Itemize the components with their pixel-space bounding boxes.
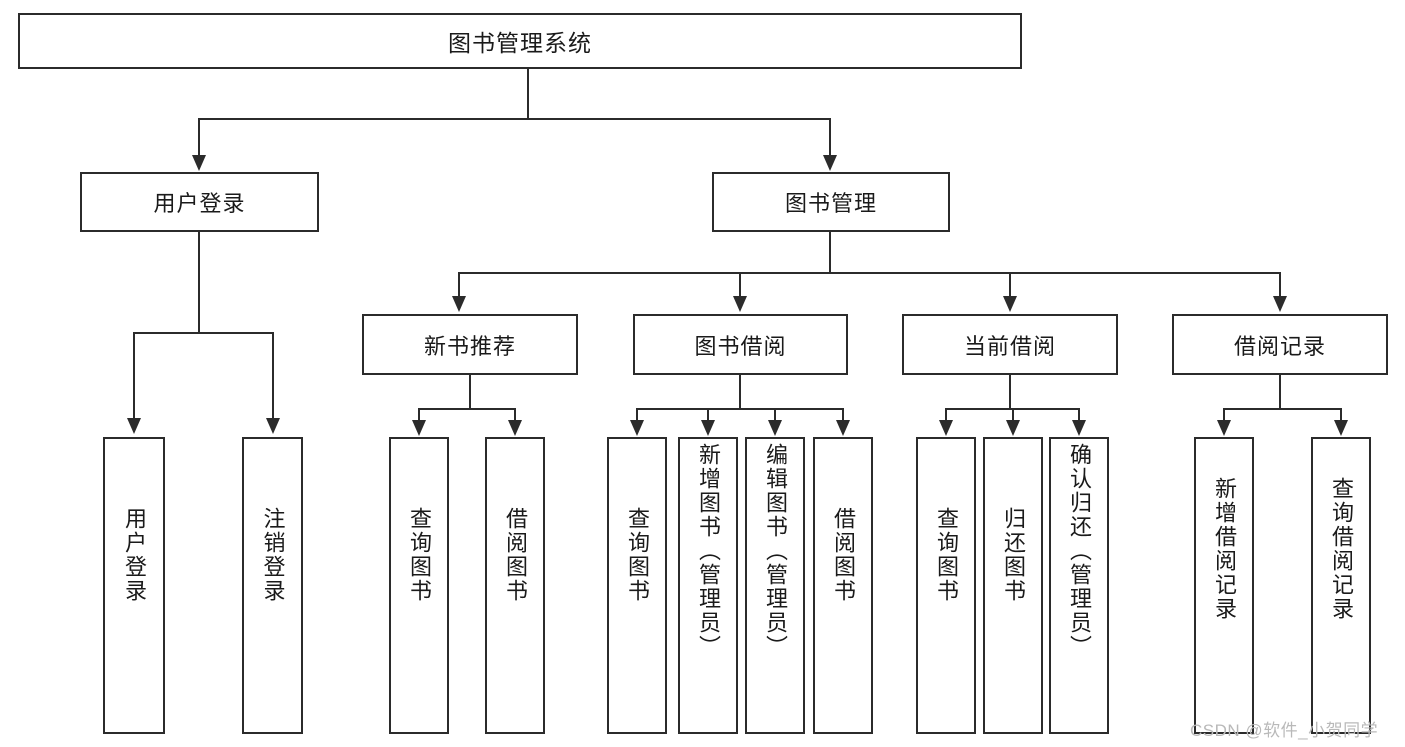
- connector-to-leaf-confirm-return: [1078, 408, 1080, 422]
- node-root-system[interactable]: 图书管理系统: [18, 13, 1022, 69]
- arrowhead-leaf-query-book-a: [412, 420, 426, 436]
- node-label: 当前借阅: [963, 333, 1056, 359]
- node-book-management[interactable]: 图书管理: [712, 172, 950, 232]
- connector-to-leaf-add-book: [707, 408, 709, 422]
- leaf-borrow-book-new-rec[interactable]: 借阅图书: [485, 437, 545, 734]
- arrowhead-leaf-query-book-b: [630, 420, 644, 436]
- leaf-edit-book-admin[interactable]: 编辑图书（管理员）: [745, 437, 805, 734]
- node-label: 编辑图书（管理员）: [762, 443, 788, 659]
- arrowhead-leaf-add-book: [701, 420, 715, 436]
- node-borrow-record[interactable]: 借阅记录: [1172, 314, 1388, 375]
- node-label: 图书管理系统: [448, 30, 592, 56]
- leaf-logout[interactable]: 注销登录: [242, 437, 303, 734]
- arrowhead-current-borrow: [1003, 296, 1017, 312]
- node-label: 注销登录: [260, 507, 286, 603]
- connector-book-borrow-bar: [636, 408, 843, 410]
- node-book-borrow[interactable]: 图书借阅: [633, 314, 848, 375]
- node-label: 新书推荐: [423, 333, 516, 359]
- connector-root-bar: [198, 118, 830, 120]
- node-label: 确认归还（管理员）: [1066, 443, 1092, 659]
- leaf-query-borrow-record[interactable]: 查询借阅记录: [1311, 437, 1371, 734]
- node-label: 新增借阅记录: [1211, 477, 1237, 621]
- leaf-query-book-current[interactable]: 查询图书: [916, 437, 976, 734]
- connector-book-borrow-trunk: [739, 375, 741, 409]
- node-label: 用户登录: [153, 191, 246, 216]
- node-user-login[interactable]: 用户登录: [80, 172, 319, 232]
- node-label: 查询借阅记录: [1328, 477, 1354, 621]
- connector-to-leaf-borrow-book-a: [514, 408, 516, 422]
- connector-current-borrow-trunk: [1009, 375, 1011, 409]
- connector-to-leaf-user-login: [133, 332, 135, 420]
- leaf-user-login[interactable]: 用户登录: [103, 437, 165, 734]
- connector-book-mgmt-bar: [458, 272, 1280, 274]
- connector-root-trunk: [527, 69, 529, 118]
- connector-new-book-rec-trunk: [469, 375, 471, 409]
- node-label: 归还图书: [1000, 507, 1026, 603]
- connector-to-leaf-add-record: [1223, 408, 1225, 422]
- leaf-add-borrow-record[interactable]: 新增借阅记录: [1194, 437, 1254, 734]
- arrowhead-user-login: [192, 155, 206, 171]
- connector-to-leaf-edit-book: [774, 408, 776, 422]
- leaf-confirm-return-admin[interactable]: 确认归还（管理员）: [1049, 437, 1109, 734]
- node-label: 图书借阅: [694, 333, 787, 359]
- arrowhead-leaf-query-book-c: [939, 420, 953, 436]
- node-label: 查询图书: [624, 507, 650, 603]
- connector-to-current-borrow: [1009, 272, 1011, 299]
- connector-to-leaf-query-book-a: [418, 408, 420, 422]
- leaf-query-book-new-rec[interactable]: 查询图书: [389, 437, 449, 734]
- connector-user-login-trunk: [198, 232, 200, 333]
- connector-book-mgmt-trunk: [829, 232, 831, 273]
- node-label: 借阅图书: [502, 507, 528, 603]
- node-label: 查询图书: [406, 507, 432, 603]
- connector-to-new-book-rec: [458, 272, 460, 299]
- arrowhead-new-book-rec: [452, 296, 466, 312]
- connector-borrow-record-trunk: [1279, 375, 1281, 409]
- leaf-return-book[interactable]: 归还图书: [983, 437, 1043, 734]
- node-label: 图书管理: [784, 191, 877, 216]
- arrowhead-book-mgmt: [823, 155, 837, 171]
- connector-to-leaf-query-book-c: [945, 408, 947, 422]
- node-label: 查询图书: [933, 507, 959, 603]
- connector-user-login-bar: [133, 332, 273, 334]
- arrowhead-leaf-add-record: [1217, 420, 1231, 436]
- node-label: 借阅图书: [830, 507, 856, 603]
- connector-to-leaf-logout: [272, 332, 274, 420]
- connector-to-leaf-return-book: [1012, 408, 1014, 422]
- connector-to-borrow-record: [1279, 272, 1281, 299]
- arrowhead-borrow-record: [1273, 296, 1287, 312]
- connector-to-leaf-query-book-b: [636, 408, 638, 422]
- leaf-borrow-book-borrow[interactable]: 借阅图书: [813, 437, 873, 734]
- arrowhead-leaf-edit-book: [768, 420, 782, 436]
- node-new-book-recommend[interactable]: 新书推荐: [362, 314, 578, 375]
- connector-root-to-book-mgmt: [829, 118, 831, 158]
- connector-borrow-record-bar: [1223, 408, 1341, 410]
- connector-to-leaf-query-record: [1340, 408, 1342, 422]
- node-label: 用户登录: [121, 507, 147, 603]
- leaf-add-book-admin[interactable]: 新增图书（管理员）: [678, 437, 738, 734]
- connector-root-to-user-login: [198, 118, 200, 158]
- arrowhead-leaf-borrow-book-b: [836, 420, 850, 436]
- node-current-borrow[interactable]: 当前借阅: [902, 314, 1118, 375]
- arrowhead-leaf-borrow-book-a: [508, 420, 522, 436]
- arrowhead-leaf-user-login: [127, 418, 141, 434]
- arrowhead-leaf-return-book: [1006, 420, 1020, 436]
- connector-to-book-borrow: [739, 272, 741, 299]
- connector-to-leaf-borrow-book-b: [842, 408, 844, 422]
- arrowhead-leaf-query-record: [1334, 420, 1348, 436]
- connector-new-book-rec-bar: [418, 408, 515, 410]
- arrowhead-leaf-logout: [266, 418, 280, 434]
- node-label: 新增图书（管理员）: [695, 443, 721, 659]
- arrowhead-book-borrow: [733, 296, 747, 312]
- arrowhead-leaf-confirm-return: [1072, 420, 1086, 436]
- leaf-query-book-borrow[interactable]: 查询图书: [607, 437, 667, 734]
- node-label: 借阅记录: [1233, 333, 1326, 359]
